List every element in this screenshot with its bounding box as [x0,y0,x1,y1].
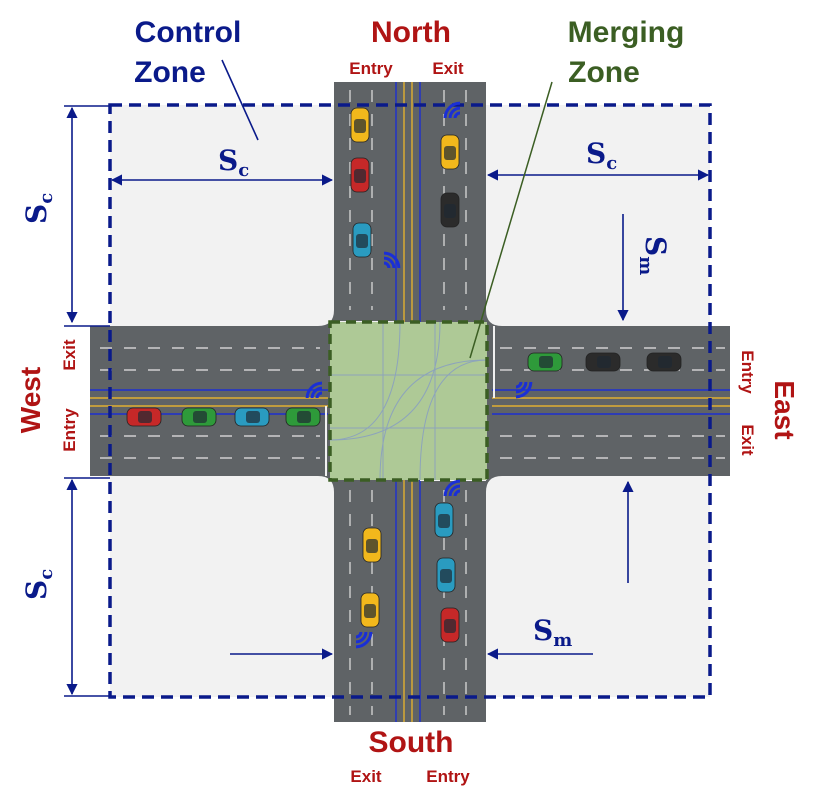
west-label: West [15,367,46,433]
sensor-wave-5 [355,631,373,649]
sensor-wave-4 [443,479,461,497]
svg-text:Sc: Sc [218,144,249,181]
east-entry-label: Entry [738,350,757,394]
vehicle-south-yellow [362,527,382,563]
vehicle-south-yellow [360,592,380,628]
control-zone-label-1: Control [135,16,242,49]
south-label: South [369,726,454,759]
vehicle-north-yellow [440,134,460,170]
vehicle-west-red [126,407,162,427]
vehicle-south-teal [436,557,456,593]
west-entry-label: Entry [60,408,79,452]
sc-label-left-lower: Sc [20,569,57,600]
sensor-wave-2 [515,381,533,399]
sensor-wave-1 [443,101,461,119]
vehicle-west-teal [234,407,270,427]
sensor-waves [305,101,533,649]
merging-zone-label-2: Zone [568,56,640,89]
sc-label-left-upper: Sc [20,193,57,224]
svg-text:Sc: Sc [586,137,617,174]
merging-zone-label-1: Merging [568,16,685,49]
vehicle-east-black [585,352,621,372]
merging-zone-pointer [469,81,553,359]
vehicle-south-teal [434,502,454,538]
svg-text:Sc: Sc [20,569,57,600]
dimension-arrows [64,59,710,697]
svg-text:Sc: Sc [20,193,57,224]
north-label: North [371,16,451,49]
sensor-wave-0 [383,251,401,269]
svg-text:Sm: Sm [635,236,672,275]
north-exit-label: Exit [432,59,464,78]
north-entry-label: Entry [349,59,393,78]
lane-markings [90,82,730,722]
vehicle-north-yellow [350,107,370,143]
svg-text:Sm: Sm [533,614,572,651]
sm-label-bottom: Sm [533,614,572,651]
sc-label-top-left: Sc [218,144,249,181]
vehicle-south-red [440,607,460,643]
sc-label-top-right: Sc [586,137,617,174]
south-exit-label: Exit [350,767,382,786]
vehicle-east-green [527,352,563,372]
east-label: East [769,380,800,439]
merging-zone [328,320,489,482]
vehicle-north-teal [352,222,372,258]
vehicle-east-black [646,352,682,372]
sm-label-right: Sm [635,236,672,275]
vehicle-north-black [440,192,460,228]
west-exit-label: Exit [60,339,79,371]
sensor-wave-3 [305,381,323,399]
control-zone-label-2: Zone [134,56,206,89]
vehicles [126,107,682,643]
vehicle-north-red [350,157,370,193]
vehicle-west-green [285,407,321,427]
control-zone-border [108,103,712,699]
south-entry-label: Entry [426,767,470,786]
east-exit-label: Exit [738,424,757,456]
vehicle-west-green [181,407,217,427]
